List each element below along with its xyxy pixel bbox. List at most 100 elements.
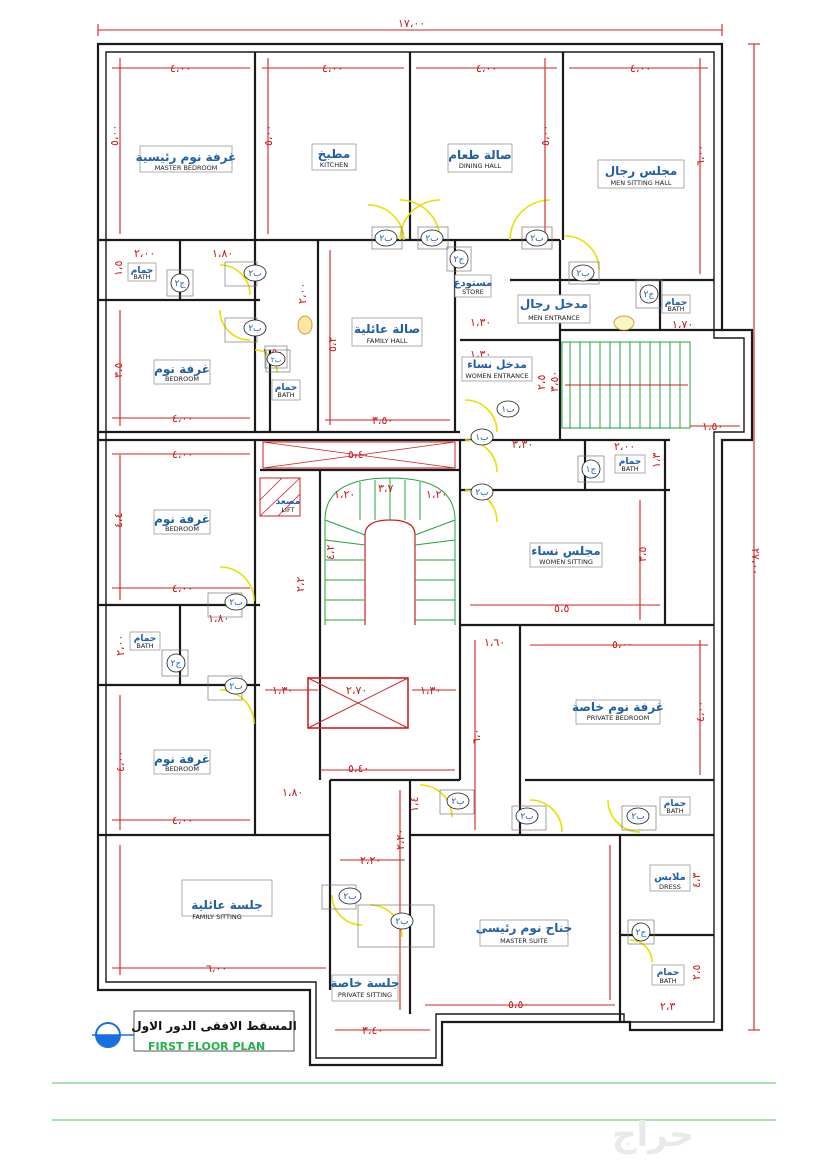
dim-label: ٥،٠٠ (108, 125, 121, 146)
door-tag: ب٢ (451, 797, 464, 807)
dim-label: ٥،٠٠ (612, 638, 633, 651)
room-label-en: BATH (277, 391, 294, 399)
overall-width-label: ١٧،٠٠ (398, 17, 425, 30)
bath-tag: ج٢ (171, 659, 182, 669)
room-label-en: BATH (136, 642, 153, 650)
room-label-ar: مدخل رجال (520, 297, 588, 311)
dim-label: ١،٥٠ (702, 420, 723, 433)
room-label-ar: مجلس نساء (531, 544, 600, 558)
dim-label: ٢،٠٠ (614, 440, 635, 453)
dim-label: ٣،٣٠ (512, 438, 533, 451)
room-label-en: MEN SITTING HALL (611, 179, 672, 187)
dim-label: ١،٢٠ (334, 488, 355, 501)
room-label-ar: حمام (665, 298, 688, 308)
room-label-ar: حمام (134, 634, 157, 644)
door-tag: ب٢ (425, 234, 438, 244)
dim-label: ٢،٠٠ (296, 283, 309, 304)
room-label-ar: حمام (131, 266, 154, 276)
room-label-en: WOMEN SITTING (539, 558, 593, 566)
room-label-en: BEDROOM (165, 765, 199, 773)
room-label-en: FAMILY SITTING (192, 913, 242, 921)
door-tag: ب٢ (271, 356, 282, 364)
dim-label: ٢،٢٠ (360, 854, 381, 867)
room-label-en: PRIVATE BEDROOM (587, 714, 649, 722)
room-label-en: BEDROOM (165, 375, 199, 383)
dim-label: ١،٣ (650, 453, 663, 468)
dim-label: ٤،٠٠ (694, 701, 707, 722)
dim-label: ١،٨٠ (212, 247, 233, 260)
dim-label: ٢،٥ (535, 375, 548, 390)
room-label-ar: جلسة خاصة (330, 976, 399, 990)
dim-label: ٤،٤ (112, 513, 125, 528)
dim-label: ١،٦٠ (484, 636, 505, 649)
sink-icon (297, 315, 313, 335)
room-label-en: BATH (621, 465, 638, 473)
room-label-ar: غرفة نوم خاصة (572, 700, 664, 715)
room-label-en: BEDROOM (165, 525, 199, 533)
room-label-ar: حمام (657, 968, 680, 978)
dim-label: ١،٨٠ (282, 786, 303, 799)
room-label-ar: حمام (275, 383, 298, 393)
room-label-en: BATH (133, 273, 150, 281)
door-swings (219, 199, 653, 963)
room-label-en: DRESS (659, 883, 681, 891)
door-tag: ب٢ (631, 812, 644, 822)
title-block: المسقط الافقى الدور الاول FIRST FLOOR PL… (92, 1010, 297, 1053)
dim-label: ٤،٠٠ (322, 62, 343, 75)
room-label-en: MEN ENTRANCE (528, 314, 580, 322)
room-label-en: BATH (659, 977, 676, 985)
dim-label: ٢،٠٠ (114, 635, 127, 656)
dim-label: ٥،٥ (554, 602, 569, 615)
dim-label: ٣،٤٠ (362, 1024, 383, 1037)
dim-label: ١،٢٠ (426, 488, 447, 501)
watermark: حراج (612, 1115, 694, 1155)
dim-label: ٥،٥٠ (508, 998, 529, 1011)
room-label-ar: مدخل نساء (467, 358, 527, 371)
room-label-en: MASTER SUITE (500, 937, 548, 945)
door-tag: ب٢ (520, 812, 533, 822)
door-tag: ب٢ (248, 269, 261, 279)
room-label-ar: غرفة نوم (154, 362, 210, 377)
dim-label: ١،٥ (112, 261, 125, 276)
dim-label: ١،٣٠ (420, 684, 441, 697)
dim-label: ٤،٢ (324, 545, 337, 560)
dim-label: ١،٣٠ (272, 684, 293, 697)
room-labels: غرفة نوم رئيسية MASTER BEDROOM مطبخ KITC… (127, 143, 691, 1002)
door-tag: ب٢ (248, 324, 261, 334)
room-label-ar: صالة عائلية (354, 322, 420, 336)
door-tag: ب١ (501, 405, 514, 415)
room-label-ar: غرفة نوم (154, 752, 210, 767)
interior-dimension-lines (112, 58, 740, 1031)
room-label-en: DINING HALL (459, 162, 502, 170)
dim-label: ٢،٥ (690, 965, 703, 980)
dim-label: ٤،٠٠ (476, 62, 497, 75)
overall-depth-label: ٢٧،٠٠ (749, 548, 762, 575)
dim-label: ٤،٠٠ (170, 62, 191, 75)
walls (96, 42, 754, 1067)
door-tag: ب٢ (395, 917, 408, 927)
dim-label: ٥،٤٠ (348, 762, 369, 775)
dim-label: ٥،٠٠ (539, 125, 552, 146)
room-label-ar: صالة طعام (448, 148, 511, 163)
stair-central (324, 477, 456, 625)
dim-label: ٣،٥ (112, 363, 125, 378)
door-tag: ب٢ (576, 269, 589, 279)
room-label-ar: غرفة نوم (154, 512, 210, 527)
bath-tag: ج٢ (644, 290, 655, 300)
dim-label: ٢،٢٠ (394, 829, 407, 850)
overall-dimensions: ١٧،٠٠ ٢٧،٠٠ (97, 17, 762, 1031)
room-label-ar: ملابس (654, 872, 686, 883)
door-tag: ب٢ (530, 234, 543, 244)
room-label-ar: مستودع (454, 278, 493, 289)
dim-label: ٤،٠٠ (172, 814, 193, 827)
dim-label: ٦،٠ (470, 729, 483, 744)
dim-label: ٤،٠٠ (172, 412, 193, 425)
dim-label: ٣،٧ (378, 482, 393, 495)
page-lines (52, 1082, 776, 1121)
dim-label: ٣،٥٠ (548, 371, 561, 392)
room-label-en: LIFT (281, 506, 294, 514)
room-label-en: BATH (666, 807, 683, 815)
room-label-ar: غرفة نوم رئيسية (136, 150, 237, 165)
room-label-en: PRIVATE SITTING (338, 991, 392, 999)
